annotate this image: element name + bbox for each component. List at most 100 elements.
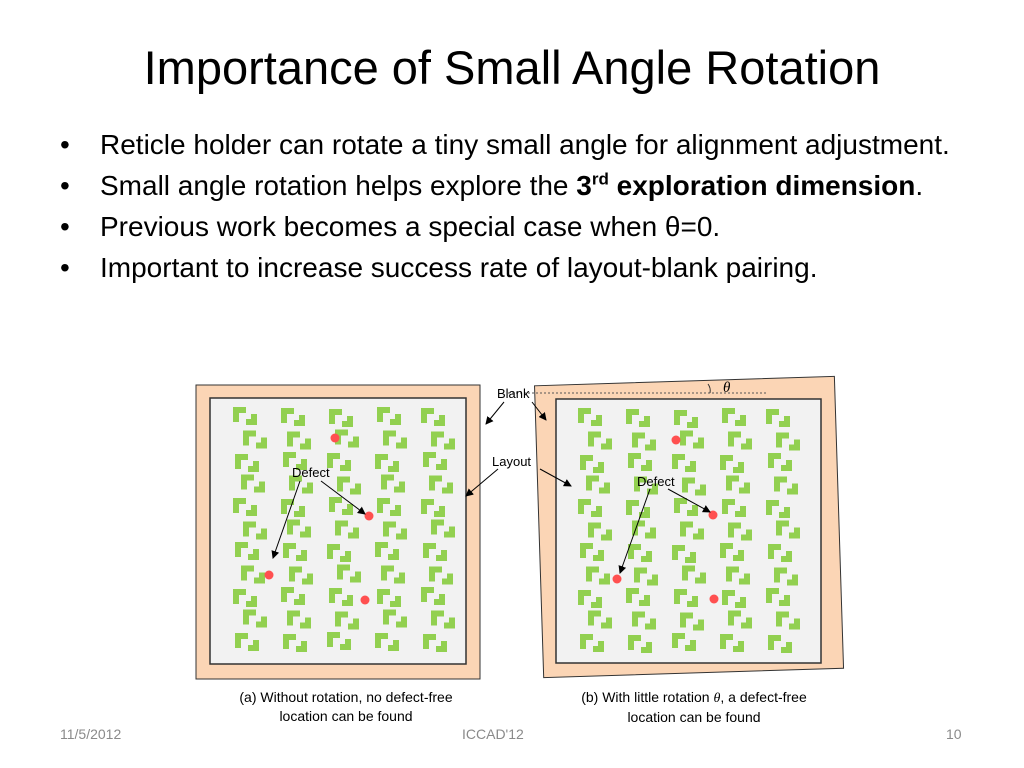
layout-pattern-shape: [720, 543, 744, 561]
layout-pattern-shape: [289, 566, 313, 585]
defect-label-left: Defect: [292, 465, 330, 480]
defect-dot: [709, 594, 719, 604]
layout-pattern-shape: [672, 454, 696, 472]
blank-arrow-left: [485, 401, 505, 425]
layout-pattern-shape: [421, 499, 445, 517]
layout-pattern-shape: [682, 565, 706, 584]
layout-pattern-shape: [243, 430, 267, 449]
layout-pattern-shape: [680, 430, 704, 449]
layout-pattern-shape: [674, 410, 698, 428]
layout-pattern-shape: [329, 588, 353, 606]
defect-group-left: [264, 433, 374, 605]
layout-pattern-shape: [766, 588, 790, 606]
bullet-list: • Reticle holder can rotate a tiny small…: [60, 128, 960, 292]
blank-arrow-right: [531, 401, 547, 421]
layout-pattern-shape: [774, 567, 798, 586]
layout-pattern-shape: [383, 430, 407, 449]
caption-right-theta: θ: [713, 691, 721, 706]
layout-pattern-shape: [421, 408, 445, 426]
layout-pattern-shape: [588, 431, 612, 450]
defect-arrow-right-2: [618, 488, 651, 574]
layout-pattern-shape: [233, 589, 257, 607]
bullet-item: • Important to increase success rate of …: [60, 251, 960, 284]
defect-arrow-left-2: [271, 480, 301, 559]
layout-pattern-shape: [680, 521, 704, 540]
caption-right-line1: (b) With little rotation θ, a defect-fre…: [546, 688, 842, 708]
layout-pattern-shape: [728, 522, 752, 541]
layout-pattern-shape: [243, 609, 267, 628]
layout-pattern-shape: [720, 634, 744, 652]
layout-pattern-shape: [674, 498, 698, 516]
footer-page-number: 10: [946, 726, 962, 742]
bullet-icon: •: [60, 211, 70, 242]
layout-pattern-shape: [768, 453, 792, 471]
bullet-text: Reticle holder can rotate a tiny small a…: [100, 129, 950, 160]
layout-pattern-shape: [628, 635, 652, 653]
bullet-icon: •: [60, 170, 70, 201]
bullet-item: • Reticle holder can rotate a tiny small…: [60, 128, 960, 161]
defect-dot: [671, 435, 681, 445]
layout-pattern-shape: [429, 475, 453, 494]
layout-pattern-shape: [580, 634, 604, 652]
layout-pattern-shape: [375, 542, 399, 560]
layout-pattern-shape: [287, 519, 311, 538]
layout-pattern-shape: [337, 564, 361, 583]
layout-pattern-shape: [327, 544, 351, 562]
layout-pattern-shape: [776, 520, 800, 539]
theta-arc: [707, 383, 711, 394]
layout-pattern-shape: [634, 476, 658, 495]
reticle-with-rotation: [534, 375, 845, 679]
layout-pattern-shape: [283, 543, 307, 561]
layout-pattern-shape: [281, 499, 305, 517]
layout-pattern-shape: [281, 408, 305, 426]
bullet-text: Small angle rotation helps explore the: [100, 170, 577, 201]
bullet-text: Important to increase success rate of la…: [100, 252, 818, 283]
layout-pattern-shape: [672, 545, 696, 563]
layout-pattern-shape: [233, 498, 257, 516]
defect-dot: [264, 570, 274, 580]
caption-right-text-a: (b) With little rotation: [581, 689, 714, 705]
layout-pattern-shape: [728, 610, 752, 629]
layout-pattern-shape: [586, 566, 610, 585]
layout-pattern-shape: [628, 544, 652, 562]
layout-pattern-shape: [375, 633, 399, 651]
layout-pattern-shape: [327, 632, 351, 650]
layout-pattern-shape: [588, 610, 612, 629]
bullet-text: Previous work becomes a special case whe…: [100, 211, 721, 242]
layout-pattern-shape: [383, 609, 407, 628]
layout-pattern-shape: [722, 590, 746, 608]
layout-pattern-shape: [768, 544, 792, 562]
layout-pattern-shape: [289, 475, 313, 494]
bullet-text-end: .: [915, 170, 924, 201]
layout-pattern-shape: [421, 587, 445, 605]
footer-date: 11/5/2012: [60, 726, 122, 742]
layout-pattern-shape: [431, 431, 455, 450]
layout-arrow-left: [465, 468, 499, 497]
layout-pattern-shape: [726, 566, 750, 585]
layout-pattern-shape: [381, 474, 405, 493]
defect-dot: [364, 511, 374, 521]
layout-pattern-shape: [235, 454, 259, 472]
bullet-item: • Small angle rotation helps explore the…: [60, 169, 960, 202]
layout-pattern-shape: [287, 431, 311, 450]
caption-right-text-b: , a defect-free: [720, 689, 807, 705]
layout-pattern-shape: [578, 590, 602, 608]
layout-pattern-shape: [329, 409, 353, 427]
layout-pattern-shape: [768, 635, 792, 653]
bullet-icon: •: [60, 129, 70, 160]
layout-pattern-shape: [423, 452, 447, 470]
slide-title: Importance of Small Angle Rotation: [143, 41, 881, 94]
caption-left-line2: location can be found: [279, 708, 413, 724]
layout-pattern-shape: [377, 589, 401, 607]
layout-pattern-shape: [233, 407, 257, 425]
layout-pattern-shape: [722, 408, 746, 426]
bullet-bold-number: 3: [576, 170, 592, 201]
layout-pattern-grid-left: [233, 407, 455, 652]
layout-pattern-shape: [377, 407, 401, 425]
layout-pattern-shape: [626, 409, 650, 427]
layout-pattern-shape: [720, 455, 744, 473]
layout-pattern-shape: [766, 500, 790, 518]
defect-dot: [330, 433, 340, 443]
layout-pattern-shape: [776, 432, 800, 451]
